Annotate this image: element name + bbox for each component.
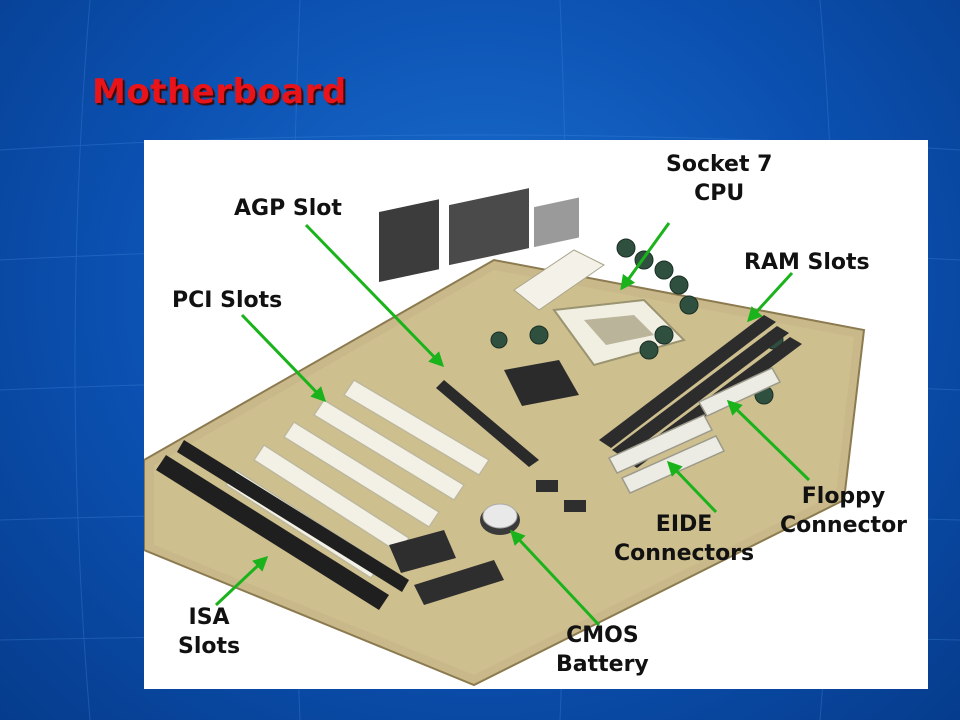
- slide-title: Motherboard: [92, 72, 347, 112]
- label-agp-slot: AGP Slot: [234, 196, 342, 221]
- label-floppy-connector: Floppy Connector: [780, 484, 908, 538]
- arrow-pci: [240, 313, 327, 403]
- floppy-connector: [697, 367, 782, 417]
- arrow-ram: [746, 271, 794, 323]
- rear-io-ports: [379, 188, 579, 283]
- arrow-isa: [214, 555, 269, 607]
- label-socket-cpu: Socket 7 CPU: [666, 152, 773, 206]
- motherboard-illustration: [144, 188, 866, 687]
- label-ram-slots: RAM Slots: [744, 250, 870, 275]
- cmos-battery: [480, 503, 520, 535]
- arrow-eide: [666, 460, 718, 514]
- motherboard-figure: AGP Slot Socket 7 CPU RAM Slots PCI Slot…: [144, 140, 928, 689]
- chips: [389, 480, 586, 605]
- label-isa-slots: ISA Slots: [178, 605, 241, 659]
- chipset: [504, 360, 579, 406]
- arrow-cmos: [509, 529, 601, 627]
- label-pci-slots: PCI Slots: [172, 288, 283, 313]
- isa-slots: [156, 440, 409, 610]
- label-cmos-battery: CMOS Battery: [556, 623, 649, 677]
- agp-slot: [436, 380, 539, 467]
- arrow-agp: [304, 223, 445, 368]
- arrow-floppy: [726, 399, 811, 482]
- callout-arrows: [214, 222, 811, 627]
- label-eide-connectors: EIDE Connectors: [614, 512, 755, 566]
- arrow-socket: [620, 222, 671, 291]
- capacitors: [490, 238, 784, 405]
